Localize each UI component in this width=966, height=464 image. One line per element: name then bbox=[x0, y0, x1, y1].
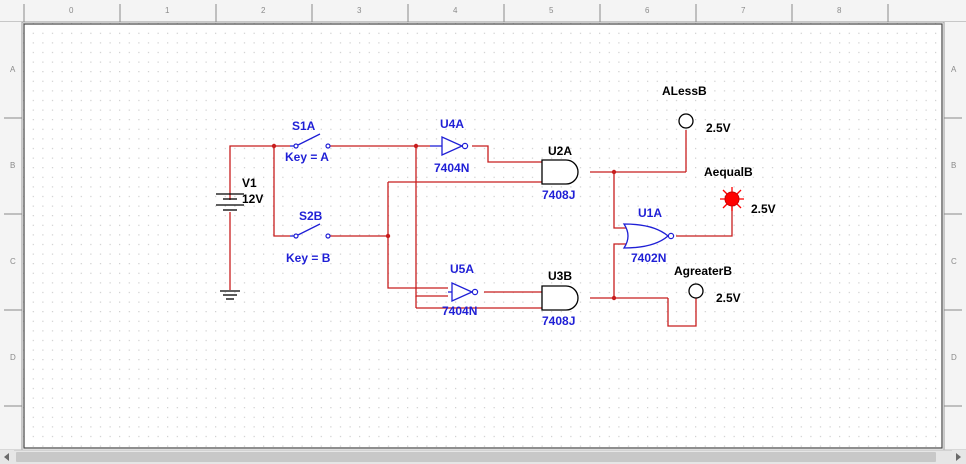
probe-aequalb-name: AequalB bbox=[704, 165, 753, 179]
svg-text:B: B bbox=[951, 161, 956, 170]
right-ruler: A B C D bbox=[943, 22, 966, 450]
probe-agreaterb[interactable]: AgreaterB 2.5V bbox=[674, 264, 741, 305]
inverter-u4a-part: 7404N bbox=[434, 161, 469, 175]
scroll-left-button[interactable] bbox=[0, 450, 14, 464]
ruler-row-a: A bbox=[10, 65, 16, 74]
arrow-left-icon bbox=[4, 453, 9, 461]
ruler-col-4: 4 bbox=[453, 6, 458, 15]
switch-s2b-key: Key = B bbox=[286, 251, 331, 265]
ruler-col-2: 2 bbox=[261, 6, 266, 15]
ruler-col-6: 6 bbox=[645, 6, 650, 15]
switch-icon bbox=[290, 223, 331, 239]
svg-text:C: C bbox=[951, 257, 957, 266]
battery-v1[interactable]: V1 12V bbox=[216, 176, 263, 211]
ruler-col-8: 8 bbox=[837, 6, 842, 15]
not-gate-icon bbox=[430, 135, 469, 157]
ruler-col-3: 3 bbox=[357, 6, 362, 15]
switch-s1a-name: S1A bbox=[292, 119, 316, 133]
switch-s2b[interactable]: S2B Key = B bbox=[286, 209, 331, 265]
ruler-row-b: B bbox=[10, 161, 15, 170]
ruler-col-0: 0 bbox=[69, 6, 74, 15]
wires bbox=[229, 130, 733, 327]
inverter-u5a-part: 7404N bbox=[442, 304, 477, 318]
and-gate-u2a-name: U2A bbox=[548, 144, 572, 158]
nor-gate-icon bbox=[622, 223, 675, 249]
sheet-grid bbox=[22, 22, 944, 450]
switch-s2b-name: S2B bbox=[299, 209, 323, 223]
probe-aequalb[interactable]: AequalB 2.5V bbox=[704, 165, 776, 216]
inverter-u5a-name: U5A bbox=[450, 262, 474, 276]
switch-s1a[interactable]: S1A Key = A bbox=[285, 119, 331, 164]
ruler-col-1: 1 bbox=[165, 6, 170, 15]
battery-icon bbox=[216, 193, 244, 211]
and-gate-icon bbox=[541, 159, 579, 185]
ruler-row-d: D bbox=[10, 353, 16, 362]
probe-icon bbox=[688, 283, 704, 299]
top-ruler: 0 1 2 3 4 5 6 7 8 bbox=[0, 0, 966, 23]
inverter-u5a[interactable]: U5A 7404N bbox=[442, 262, 479, 318]
probe-agreaterb-value: 2.5V bbox=[716, 291, 741, 305]
left-ruler: A B C D bbox=[0, 22, 23, 450]
probe-lit-icon bbox=[720, 187, 744, 211]
horizontal-scrollbar[interactable] bbox=[0, 449, 966, 464]
and-gate-u3b-part: 7408J bbox=[542, 314, 575, 328]
svg-text:A: A bbox=[951, 65, 957, 74]
not-gate-icon bbox=[448, 281, 479, 303]
inverter-u4a[interactable]: U4A 7404N bbox=[430, 117, 469, 175]
and-gate-u3b[interactable]: U3B 7408J bbox=[541, 269, 579, 328]
switch-icon bbox=[290, 133, 331, 149]
probe-alessb[interactable]: ALessB 2.5V bbox=[662, 84, 731, 135]
probe-icon bbox=[678, 113, 694, 129]
scroll-right-button[interactable] bbox=[952, 450, 966, 464]
scroll-thumb[interactable] bbox=[16, 452, 936, 462]
switch-s1a-key: Key = A bbox=[285, 150, 329, 164]
nor-gate-u1a[interactable]: U1A 7402N bbox=[622, 206, 675, 265]
svg-text:D: D bbox=[951, 353, 957, 362]
nor-gate-u1a-name: U1A bbox=[638, 206, 662, 220]
battery-name: V1 bbox=[242, 176, 257, 190]
ruler-row-c: C bbox=[10, 257, 16, 266]
probe-aequalb-value: 2.5V bbox=[751, 202, 776, 216]
probe-alessb-name: ALessB bbox=[662, 84, 707, 98]
and-gate-u2a-part: 7408J bbox=[542, 188, 575, 202]
arrow-right-icon bbox=[956, 453, 961, 461]
sheet-border bbox=[23, 23, 943, 449]
ground-icon[interactable] bbox=[220, 290, 240, 300]
probe-alessb-value: 2.5V bbox=[706, 121, 731, 135]
battery-value: 12V bbox=[242, 192, 263, 206]
nor-gate-u1a-part: 7402N bbox=[631, 251, 666, 265]
probe-agreaterb-name: AgreaterB bbox=[674, 264, 732, 278]
and-gate-icon bbox=[541, 285, 579, 311]
inverter-u4a-name: U4A bbox=[440, 117, 464, 131]
and-gate-u3b-name: U3B bbox=[548, 269, 572, 283]
and-gate-u2a[interactable]: U2A 7408J bbox=[541, 144, 579, 202]
junctions bbox=[271, 143, 617, 301]
ruler-col-7: 7 bbox=[741, 6, 746, 15]
ruler-col-5: 5 bbox=[549, 6, 554, 15]
